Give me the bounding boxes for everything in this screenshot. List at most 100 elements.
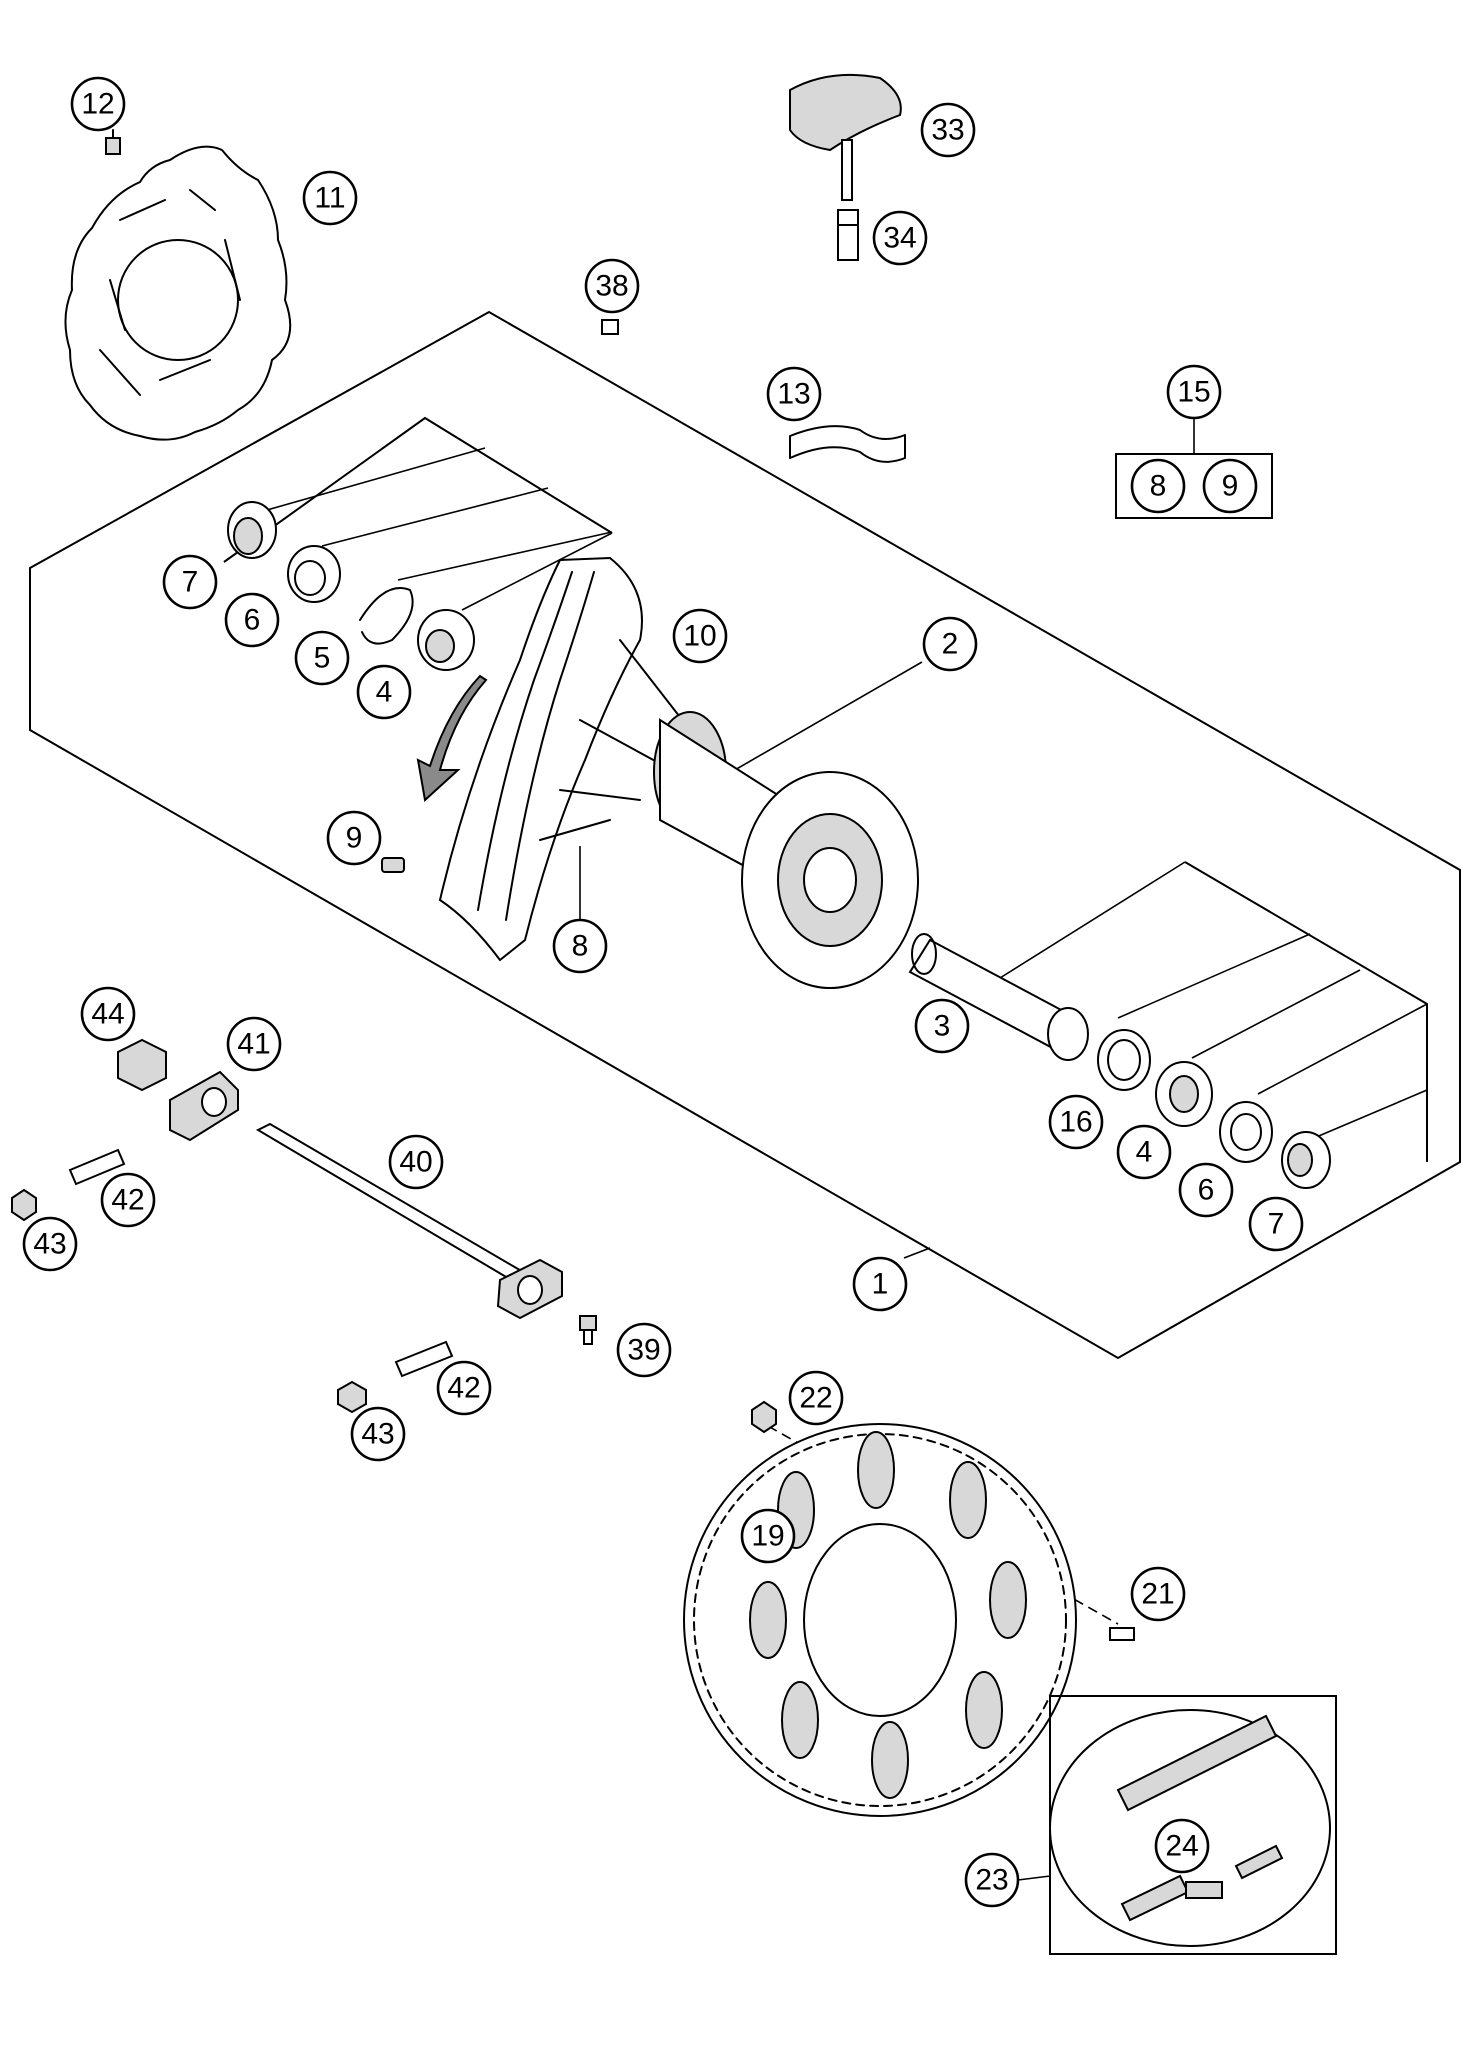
sprocket-nut-22 — [751, 1400, 777, 1434]
axle-40 — [255, 1122, 563, 1320]
leader-line-7b — [1313, 1089, 1428, 1139]
callout-6a: 6 — [224, 592, 280, 648]
leader-line-16 — [1117, 933, 1311, 1019]
spacer-7-right — [1281, 1131, 1331, 1189]
svg-text:8: 8 — [572, 930, 589, 963]
svg-text:38: 38 — [595, 270, 628, 303]
master-link-24 — [1185, 1881, 1223, 1899]
sprocket-bolt-21 — [1109, 1627, 1135, 1641]
callout-33: 33 — [920, 102, 976, 158]
disc-bolt — [105, 129, 121, 155]
callout-41: 41 — [226, 1016, 282, 1072]
callout-38: 38 — [584, 258, 640, 314]
svg-text:9: 9 — [346, 822, 363, 855]
callout-6b: 6 — [1178, 1162, 1234, 1218]
svg-text:5: 5 — [314, 642, 331, 675]
callout-9a: 9 — [326, 810, 382, 866]
svg-text:10: 10 — [683, 620, 716, 653]
spacer-sleeve-3 — [908, 933, 1089, 1061]
svg-text:41: 41 — [237, 1028, 270, 1061]
callout-10: 10 — [672, 608, 728, 664]
callout-21: 21 — [1130, 1566, 1186, 1622]
svg-text:3: 3 — [934, 1010, 951, 1043]
sprocket-19 — [683, 1423, 1077, 1817]
callout-9b: 9 — [1202, 458, 1258, 514]
svg-text:42: 42 — [111, 1184, 144, 1217]
svg-text:22: 22 — [799, 1382, 832, 1415]
callout-43b: 43 — [350, 1406, 406, 1462]
svg-text:6: 6 — [244, 604, 261, 637]
svg-text:12: 12 — [81, 88, 114, 121]
nut-43-lower — [337, 1380, 367, 1414]
callout-8a: 8 — [552, 918, 608, 974]
callout-7b: 7 — [1248, 1196, 1304, 1252]
svg-text:42: 42 — [447, 1372, 480, 1405]
callout-44: 44 — [80, 986, 136, 1042]
leader-line-7a — [259, 447, 486, 513]
leader-line-6b — [1257, 1003, 1428, 1095]
bearing-4-right — [1155, 1061, 1213, 1127]
svg-text:44: 44 — [91, 998, 124, 1031]
bolt-39 — [579, 1315, 597, 1345]
rotation-arrow — [416, 674, 488, 802]
callout-5: 5 — [294, 630, 350, 686]
leader-line-5 — [397, 531, 613, 581]
svg-text:16: 16 — [1059, 1106, 1092, 1139]
svg-text:4: 4 — [1136, 1136, 1153, 1169]
kit-15-box — [1115, 453, 1273, 519]
svg-text:15: 15 — [1177, 376, 1210, 409]
hub-assembly-frame-left — [223, 416, 613, 563]
callout-42b: 42 — [436, 1360, 492, 1416]
callout-15: 15 — [1166, 364, 1222, 420]
callout-42a: 42 — [100, 1172, 156, 1228]
svg-text:7: 7 — [182, 566, 199, 599]
svg-text:34: 34 — [883, 222, 916, 255]
callout-12: 12 — [70, 76, 126, 132]
axle-nut-44 — [117, 1038, 167, 1092]
svg-text:19: 19 — [751, 1520, 784, 1553]
callout-4a: 4 — [356, 664, 412, 720]
callout-39: 39 — [616, 1322, 672, 1378]
callout-22: 22 — [788, 1370, 844, 1426]
chain-23 — [1049, 1709, 1331, 1947]
seal-6-right — [1219, 1101, 1273, 1163]
callout-1: 1 — [852, 1256, 908, 1312]
leader-line-4a — [461, 532, 613, 611]
callout-43a: 43 — [22, 1216, 78, 1272]
nut-43-upper — [11, 1188, 37, 1222]
svg-text:23: 23 — [975, 1864, 1008, 1897]
spoke-nipple-9 — [381, 857, 405, 873]
chain-adjuster-41 — [169, 1070, 239, 1142]
svg-text:39: 39 — [627, 1334, 660, 1367]
callout-40: 40 — [388, 1134, 444, 1190]
part-38 — [601, 319, 619, 335]
ring-16 — [1097, 1029, 1151, 1091]
svg-text:9: 9 — [1222, 470, 1239, 503]
leader-line-4b — [1191, 969, 1361, 1059]
svg-text:21: 21 — [1141, 1578, 1174, 1611]
callout-3: 3 — [914, 998, 970, 1054]
leader-line-1 — [903, 1247, 931, 1259]
part-33 — [789, 73, 902, 201]
callout-2: 2 — [922, 616, 978, 672]
hub-assembly-frame-right — [1184, 861, 1428, 1162]
callout-23: 23 — [964, 1852, 1020, 1908]
callout-4b: 4 — [1116, 1124, 1172, 1180]
svg-text:13: 13 — [777, 378, 810, 411]
svg-text:11: 11 — [314, 182, 345, 215]
svg-text:40: 40 — [399, 1146, 432, 1179]
leader-line-3 — [999, 861, 1186, 979]
spacer-7-left — [227, 501, 277, 559]
callout-13: 13 — [766, 366, 822, 422]
callout-16: 16 — [1048, 1094, 1104, 1150]
hub-2 — [653, 711, 919, 989]
circlip-5 — [359, 587, 414, 645]
svg-text:43: 43 — [33, 1228, 66, 1261]
callout-24: 24 — [1154, 1818, 1210, 1874]
callout-11: 11 — [302, 170, 358, 226]
svg-text:7: 7 — [1268, 1208, 1285, 1241]
wheel-assembly-frame — [29, 310, 1461, 1360]
svg-text:8: 8 — [1150, 470, 1167, 503]
rim-10 — [438, 556, 643, 962]
